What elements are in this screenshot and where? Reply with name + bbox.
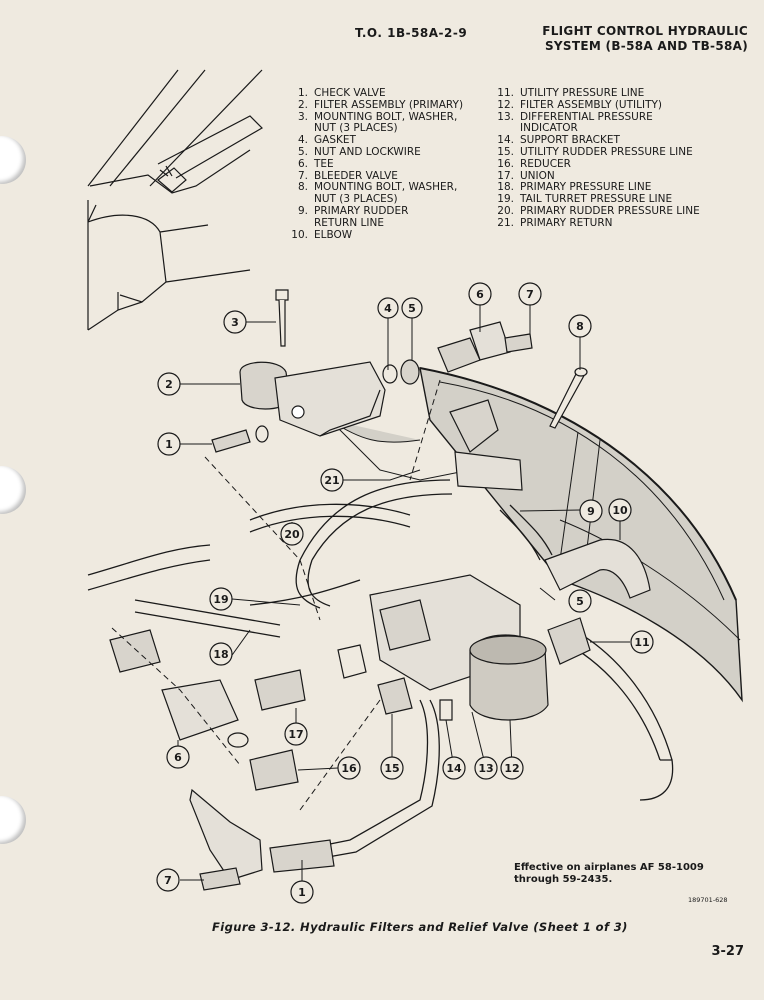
legend-item: RETURN LINE [314,216,384,229]
callout-7b [156,868,180,892]
legend-item: INDICATOR [520,122,578,135]
callout-19-label: 19 [213,593,228,606]
legend-item: 7.BLEEDER VALVE [297,169,398,182]
callout-4-label: 4 [384,302,392,315]
legend-item: 21.PRIMARY RETURN [497,216,613,229]
effectivity-line-1: Effective on airplanes AF 58-1009 [514,862,704,873]
callout-18 [209,642,233,666]
legend-item: 13.DIFFERENTIAL PRESSURE [497,110,653,123]
callout-1a [157,432,181,456]
callout-7b-label: 7 [164,874,172,887]
legend-item: 14.SUPPORT BRACKET [497,134,620,147]
callout-6b-label: 6 [174,751,182,764]
callout-17-label: 17 [288,728,303,741]
callout-2-label: 2 [165,378,173,391]
parts-legend-left: 1.CHECK VALVE 2.FILTER ASSEMBLY (PRIMARY… [286,87,464,241]
legend-item: 5.NUT AND LOCKWIRE [297,145,421,158]
callout-20 [280,522,304,546]
callout-18-label: 18 [213,648,228,661]
legend-item: 9.PRIMARY RUDDER [297,204,409,217]
figure-code: 189701-628 [688,896,728,904]
callout-7a [518,282,542,306]
legend-item: 10.ELBOW [291,228,353,241]
callout-5a [401,297,423,319]
callout-10 [608,498,632,522]
callout-2 [157,372,181,396]
callout-5b-label: 5 [576,595,584,608]
legend-item: NUT (3 PLACES) [314,122,398,135]
legend-item: 2.FILTER ASSEMBLY (PRIMARY) [297,98,464,111]
page-title: FLIGHT CONTROL HYDRAULIC SYSTEM (B-58A A… [542,24,748,54]
callout-15-label: 15 [384,762,399,775]
callout-8 [568,314,592,338]
legend-item: 19.TAIL TURRET PRESSURE LINE [497,193,673,206]
callout-7a-label: 7 [526,288,534,301]
callout-11 [630,630,654,654]
callout-17 [284,722,308,746]
callout-1a-label: 1 [165,438,173,451]
callout-19 [209,587,233,611]
title-line-2: SYSTEM (B-58A AND TB-58A) [544,39,748,53]
callout-5a-label: 5 [408,302,416,315]
callout-5b [568,589,592,613]
callout-20-label: 20 [284,528,300,541]
legend-item: 3.MOUNTING BOLT, WASHER, [297,110,458,123]
title-line-1: FLIGHT CONTROL HYDRAULIC [542,24,748,38]
callout-1b-label: 1 [298,886,306,899]
locator-sketch [87,69,263,331]
callout-6b [166,745,190,769]
callout-9-label: 9 [587,505,595,518]
callout-12-label: 12 [504,762,519,775]
callout-15 [380,756,404,780]
legend-item: 1.CHECK VALVE [297,87,386,99]
callout-21 [320,468,344,492]
legend-item: 6.TEE [297,157,334,170]
callouts: 3 4 5 6 7 8 2 1 21 20 9 10 19 18 5 11 6 … [156,282,654,904]
callout-4 [377,297,399,319]
callout-16-label: 16 [341,762,357,775]
callout-12 [500,756,524,780]
callout-6a-label: 6 [476,288,484,301]
effectivity-line-2: through 59-2435. [514,874,613,885]
legend-item: 20.PRIMARY RUDDER PRESSURE LINE [497,204,700,217]
callout-3-label: 3 [231,316,239,329]
callout-13 [474,756,498,780]
callout-6a [468,282,492,306]
figure-caption: Figure 3-12. Hydraulic Filters and Relie… [212,920,628,934]
callout-3 [223,310,247,334]
legend-item: NUT (3 PLACES) [314,193,398,206]
callout-14 [442,756,466,780]
to-number: T.O. 1B-58A-2-9 [355,26,468,40]
parts-legend-right: 11.UTILITY PRESSURE LINE 12.FILTER ASSEM… [492,87,700,230]
callout-14-label: 14 [446,762,462,775]
legend-item: 8.MOUNTING BOLT, WASHER, [297,181,458,194]
callout-21-label: 21 [324,474,339,487]
callout-8-label: 8 [576,320,584,333]
page-number: 3-27 [711,944,744,959]
effectivity-note: Effective on airplanes AF 58-1009 throug… [514,862,704,886]
component-parts [109,289,651,891]
callout-11-label: 11 [634,636,649,649]
callout-16 [337,756,361,780]
legend-item: 11.UTILITY PRESSURE LINE [497,87,645,99]
legend-item: 17.UNION [497,169,555,182]
callout-10-label: 10 [612,504,628,517]
legend-item: 4.GASKET [297,134,356,147]
callout-13-label: 13 [478,762,493,775]
legend-item: 16.REDUCER [497,157,571,170]
legend-item: 18.PRIMARY PRESSURE LINE [497,181,652,194]
legend-item: 15.UTILITY RUDDER PRESSURE LINE [497,145,693,158]
callout-1b [290,880,314,904]
callout-9 [579,499,603,523]
legend-item: 12.FILTER ASSEMBLY (UTILITY) [497,98,663,111]
